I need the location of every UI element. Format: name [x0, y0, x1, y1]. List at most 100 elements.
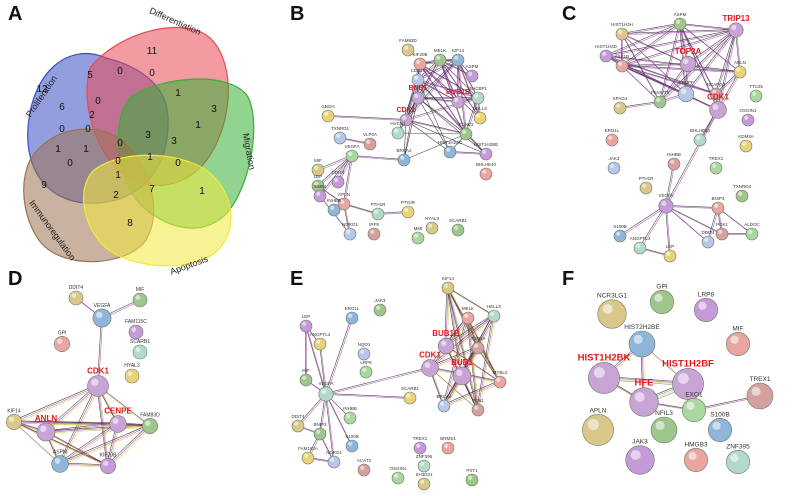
network-node: [709, 161, 723, 175]
network-node-shine: [71, 293, 77, 298]
network-edge: [622, 34, 689, 65]
network-node: [452, 366, 472, 386]
network-node-shine: [618, 29, 623, 34]
network-node-shine: [302, 375, 307, 380]
network-edge: [417, 79, 451, 153]
network-node-shine: [593, 367, 605, 379]
gene-label: ANGPTL4: [630, 236, 651, 241]
network-node: [451, 53, 465, 67]
network-edge: [680, 24, 717, 95]
network-edge: [429, 315, 495, 369]
network-node: [628, 330, 656, 358]
network-node: [658, 198, 674, 214]
network-edge: [449, 288, 496, 318]
network-edge: [15, 386, 100, 424]
venn-count: 12: [36, 84, 48, 95]
network-edge: [444, 314, 493, 346]
gene-label: ASPM: [466, 64, 479, 69]
gene-label: FAM83D: [399, 38, 417, 43]
network-node-shine: [636, 243, 641, 248]
network-edge: [447, 287, 479, 411]
gene-label: SHCBP1: [469, 86, 488, 91]
network-node: [725, 449, 750, 474]
network-node-shine: [751, 386, 761, 397]
highlighted-gene-label: CENPE: [104, 407, 132, 416]
network-edge: [620, 206, 667, 237]
gene-label: BRCA2: [396, 148, 412, 153]
network-node-shine: [454, 97, 459, 102]
network-edge: [431, 348, 480, 370]
network-node: [465, 473, 479, 487]
network-node: [739, 139, 753, 153]
gene-label: KDM3A: [738, 134, 754, 139]
gene-label: SCARB1: [401, 386, 420, 391]
network-node: [733, 65, 747, 79]
network-node: [681, 397, 706, 422]
network-edge: [686, 30, 737, 95]
gene-label: SH3D21: [415, 472, 433, 477]
gene-label: MIF: [314, 158, 322, 163]
network-node: [613, 229, 627, 243]
network-edge: [420, 64, 479, 99]
panel-label-D: D: [8, 268, 22, 290]
network-node: [413, 441, 427, 455]
network-edge: [685, 29, 736, 94]
network-edge: [344, 156, 353, 205]
venn-count: 3: [171, 136, 177, 147]
network-node-shine: [348, 441, 353, 446]
venn-count: 1: [55, 144, 61, 155]
network-edge: [405, 59, 458, 120]
gene-label: NFIL3: [655, 410, 673, 417]
network-node-shine: [404, 45, 409, 51]
network-node: [411, 231, 425, 245]
gene-label: CCNE2: [458, 122, 474, 127]
network-node: [582, 414, 614, 446]
network-node: [367, 227, 381, 241]
network-edge: [45, 423, 119, 433]
network-node-shine: [744, 115, 749, 120]
network-edge: [666, 206, 719, 209]
network-node-shine: [468, 475, 473, 480]
network-node: [313, 189, 327, 203]
highlighted-gene-label: BUB1: [408, 85, 427, 92]
gene-label: TXNRD1: [331, 126, 349, 131]
network-node-shine: [316, 191, 321, 196]
network-node: [345, 311, 359, 325]
network-node: [345, 149, 359, 163]
network-node: [51, 455, 69, 473]
network-node-shine: [654, 293, 663, 302]
network-node-shine: [324, 111, 329, 116]
network-node-shine: [468, 71, 473, 76]
venn-count: 6: [59, 102, 65, 113]
network-node: [597, 299, 627, 329]
network-node-shine: [360, 349, 365, 354]
gene-label: NDRG1: [326, 450, 342, 455]
network-node-shine: [112, 418, 119, 424]
network-node: [605, 133, 619, 147]
network-edge: [622, 34, 687, 95]
network-edge: [326, 394, 353, 447]
network-node: [345, 439, 359, 453]
network-node: [679, 55, 697, 73]
gene-label: INHBB: [327, 198, 341, 203]
venn-count: 0: [59, 124, 65, 135]
gene-label: S100B: [710, 411, 730, 418]
network-node-shine: [618, 61, 623, 66]
gene-label: HELLS: [473, 106, 487, 111]
network-node: [613, 101, 627, 115]
network-node: [471, 341, 485, 355]
network-edge: [606, 56, 741, 73]
network-edge: [418, 98, 467, 135]
network-node-shine: [91, 378, 99, 387]
network-edge: [326, 318, 353, 395]
highlighted-gene-label: BUB1: [451, 358, 473, 367]
network-edge: [447, 287, 495, 317]
network-node: [132, 344, 148, 360]
gene-label: JAK3: [632, 439, 648, 446]
network-edge: [325, 393, 410, 398]
gene-label: S100B: [613, 224, 627, 229]
network-node-shine: [334, 177, 339, 182]
network-node-shine: [360, 465, 365, 470]
gene-label: SCARB1: [130, 339, 150, 345]
network-node: [639, 181, 653, 195]
